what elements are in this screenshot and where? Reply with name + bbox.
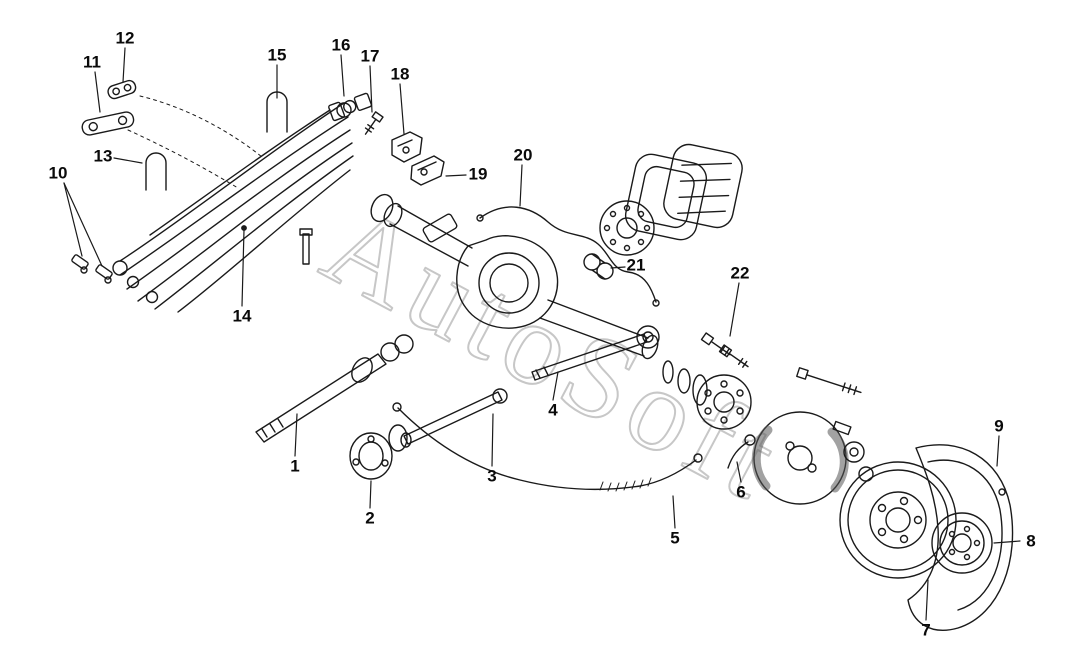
u-joint-16 (328, 92, 373, 122)
part-label-15[interactable]: 15 (267, 45, 287, 65)
u-bolt-13 (145, 152, 167, 191)
part-label-11[interactable]: 11 (83, 52, 101, 72)
part-label-14[interactable]: 14 (232, 306, 252, 326)
part-label-5[interactable]: 5 (670, 528, 680, 548)
bolts-22 (700, 332, 749, 368)
shackle-plate-12 (107, 79, 137, 100)
part-label-8[interactable]: 8 (1026, 531, 1036, 551)
leader-lines (63, 47, 1021, 621)
part-label-18[interactable]: 18 (390, 64, 410, 84)
brake-lever-6 (727, 434, 756, 469)
part-label-6[interactable]: 6 (736, 482, 746, 502)
axle-housing (370, 193, 659, 360)
differential-cover-group (599, 143, 743, 256)
axle-shaft-4 (531, 325, 660, 381)
brake-drum-7 (839, 461, 957, 579)
part-label-10[interactable]: 10 (48, 163, 68, 183)
part-label-13[interactable]: 13 (93, 146, 113, 166)
bolt-17 (364, 111, 384, 135)
part-label-22[interactable]: 22 (730, 263, 750, 283)
part-label-9[interactable]: 9 (994, 416, 1004, 436)
part-label-19[interactable]: 19 (468, 164, 488, 184)
part-label-20[interactable]: 20 (513, 145, 533, 165)
bracket-19 (410, 155, 445, 186)
shaft-3 (400, 388, 508, 448)
adjuster-screw (796, 367, 862, 396)
brake-backing-plate (751, 411, 852, 505)
brake-pipe-20 (476, 206, 660, 307)
leaf-spring-assembly (112, 95, 354, 313)
part-label-12[interactable]: 12 (115, 28, 135, 48)
part-label-17[interactable]: 17 (360, 46, 380, 66)
hub-flange-group (662, 360, 752, 430)
part-label-3[interactable]: 3 (487, 466, 497, 486)
flange-2 (349, 424, 408, 480)
u-joint-21 (583, 253, 614, 280)
propeller-shaft-1 (255, 334, 414, 443)
part-label-4[interactable]: 4 (548, 400, 558, 420)
part-label-2[interactable]: 2 (365, 508, 375, 528)
part-label-16[interactable]: 16 (331, 35, 351, 55)
part-label-7[interactable]: 7 (921, 620, 931, 640)
fasteners-10 (71, 254, 113, 284)
shackle-plate-11 (81, 111, 135, 136)
bracket-18 (391, 131, 423, 163)
part-label-21[interactable]: 21 (626, 255, 646, 275)
brake-cable-5 (392, 402, 703, 492)
part-label-1[interactable]: 1 (290, 456, 300, 476)
splash-shield-9 (907, 444, 1014, 631)
